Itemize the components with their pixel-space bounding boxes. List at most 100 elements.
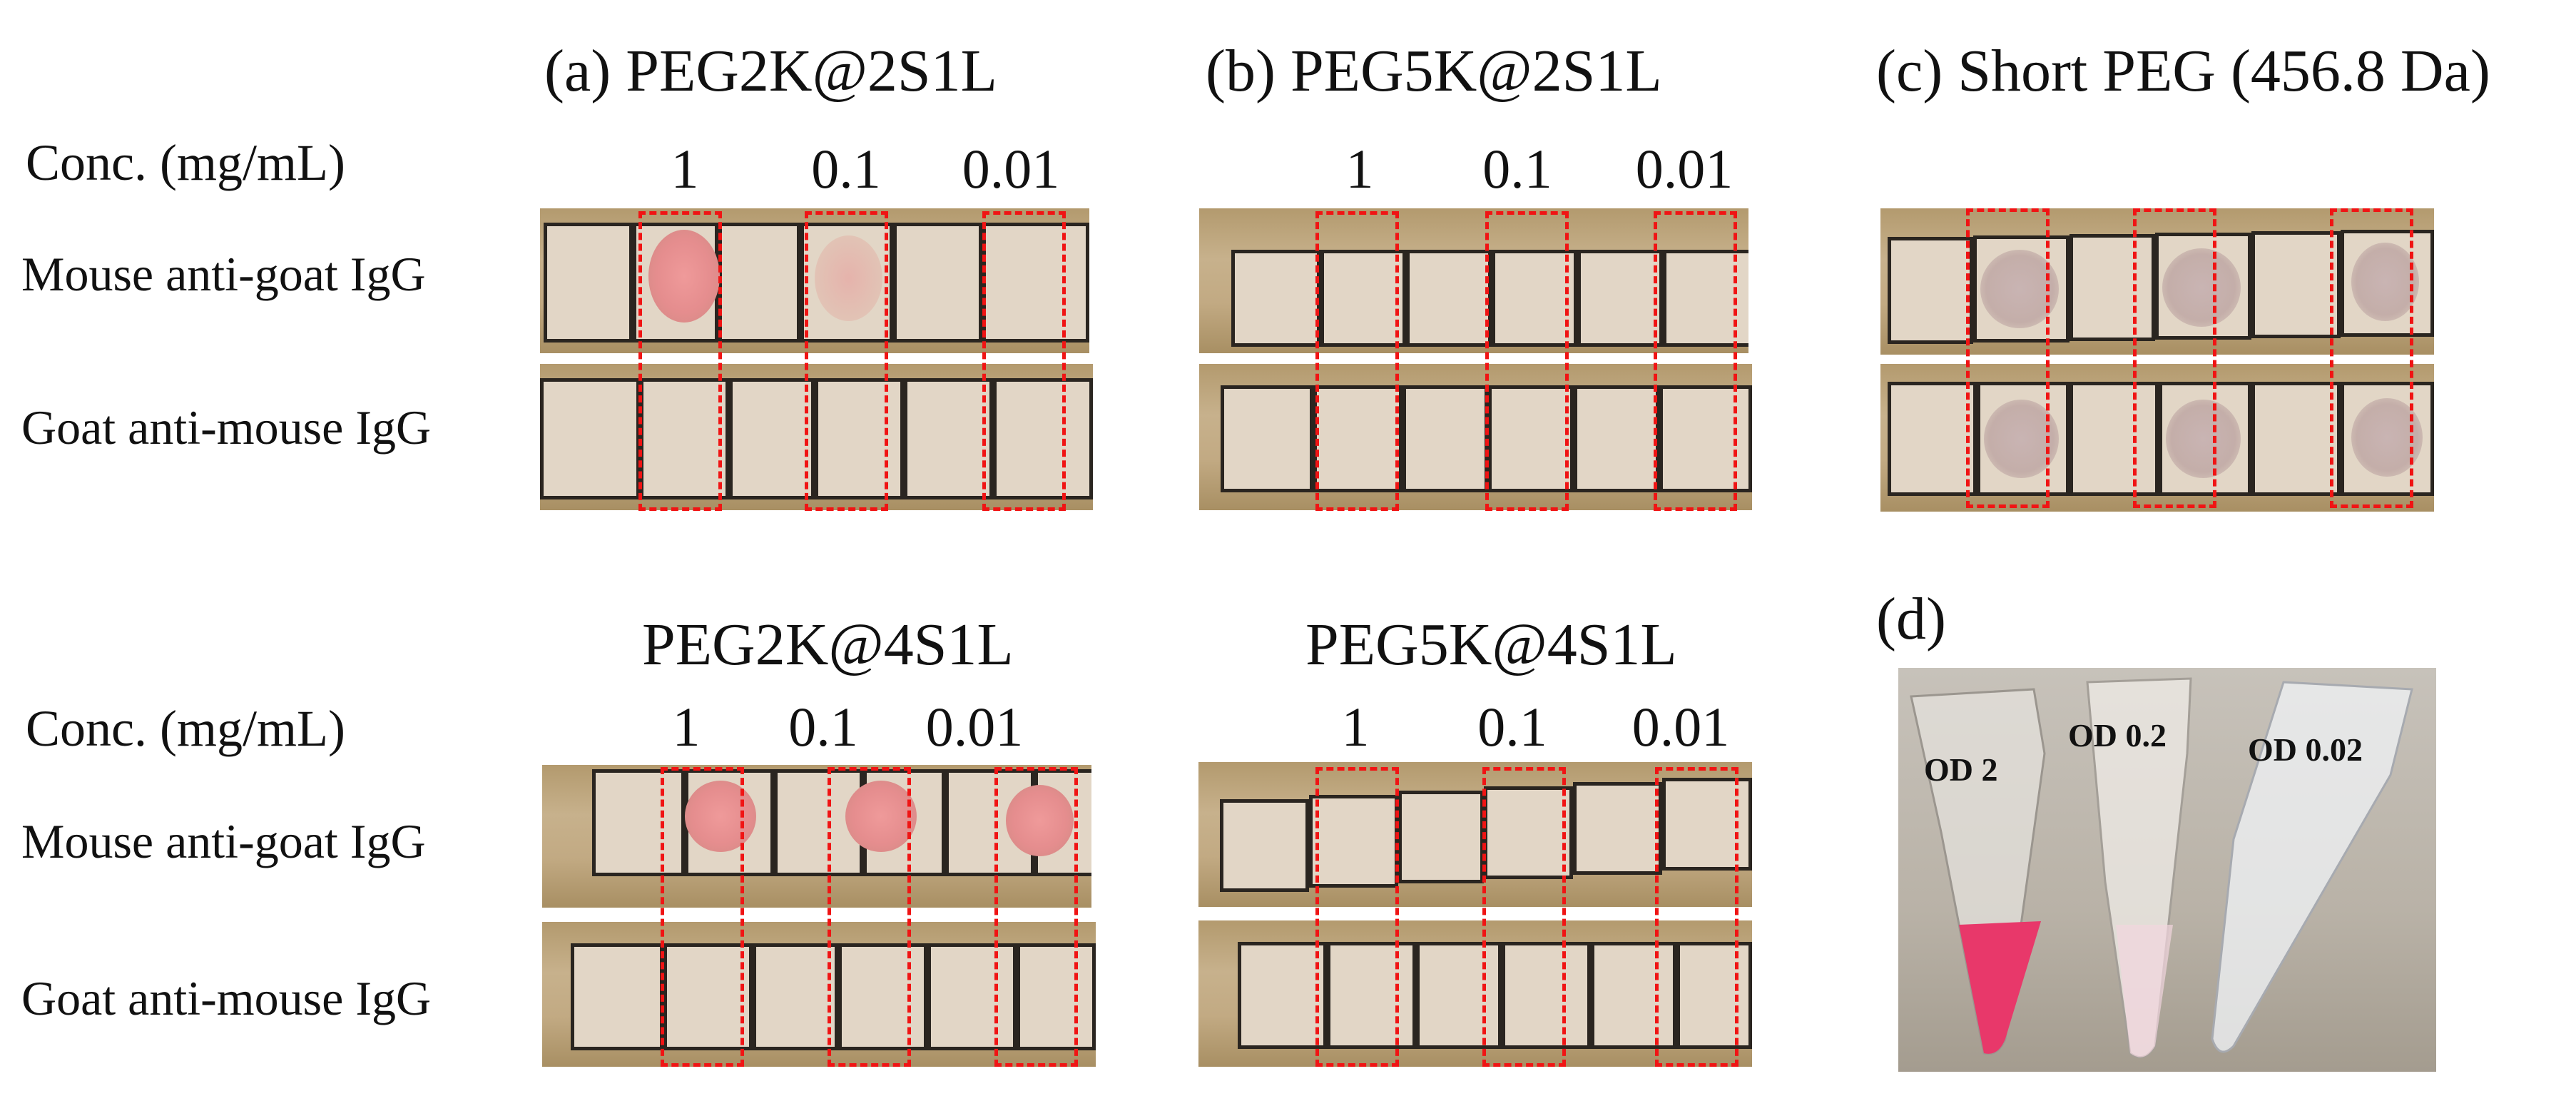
test-spot xyxy=(2162,248,2241,327)
strip-a-mouse xyxy=(540,208,1089,353)
pad xyxy=(571,943,663,1050)
pad xyxy=(1573,782,1662,875)
conc-a-2: 0.1 xyxy=(811,138,881,200)
pad xyxy=(1320,250,1406,347)
strip-a-goat xyxy=(540,364,1093,510)
conc-label-bottom: Conc. (mg/mL) xyxy=(26,700,345,757)
conc-b2-3: 0.01 xyxy=(1631,696,1730,758)
test-spot xyxy=(1980,250,2059,328)
conc-a2-3: 0.01 xyxy=(925,696,1024,758)
pad xyxy=(815,378,904,499)
test-spot xyxy=(845,781,917,852)
pad xyxy=(729,378,815,499)
pad xyxy=(904,378,993,499)
highlight-box xyxy=(1315,211,1399,511)
highlight-box xyxy=(2133,208,2216,508)
conc-a-3: 0.01 xyxy=(962,138,1060,200)
conc-a2-2: 0.1 xyxy=(788,696,858,758)
pad xyxy=(544,223,633,343)
pad xyxy=(993,378,1093,499)
tubes-illustration xyxy=(1910,677,2413,1059)
tube-label-od02: OD 0.2 xyxy=(2068,717,2167,754)
pad xyxy=(753,943,838,1050)
test-spot xyxy=(1006,785,1074,856)
pad xyxy=(1416,942,1502,1049)
pad xyxy=(1492,250,1577,347)
test-spot xyxy=(2351,243,2419,321)
pad xyxy=(1327,942,1416,1049)
highlight-box xyxy=(1485,211,1569,511)
conc-b-1: 1 xyxy=(1345,138,1374,200)
pad xyxy=(592,769,685,876)
test-spot xyxy=(648,230,720,323)
pad xyxy=(1676,942,1752,1049)
highlight-box xyxy=(982,211,1066,511)
pad xyxy=(838,943,927,1050)
strip-b2-goat xyxy=(1198,920,1752,1067)
strip-c-mouse xyxy=(1880,208,2434,355)
highlight-box xyxy=(1315,767,1399,1067)
pad xyxy=(1591,942,1676,1049)
conc-a-1: 1 xyxy=(671,138,699,200)
highlight-box xyxy=(1655,767,1738,1067)
strip-b2-mouse xyxy=(1198,762,1752,907)
pad xyxy=(1220,799,1309,892)
tube-label-od002: OD 0.02 xyxy=(2248,731,2363,768)
row-label-mouse-top: Mouse anti-goat IgG xyxy=(21,247,426,301)
pad xyxy=(1502,942,1591,1049)
row-label-mouse-bottom: Mouse anti-goat IgG xyxy=(21,814,426,868)
tube-3 xyxy=(2211,681,2413,1053)
pad xyxy=(663,943,753,1050)
pad xyxy=(927,943,1017,1050)
highlight-box xyxy=(638,211,722,511)
panel-a-title: (a) PEG2K@2S1L xyxy=(544,38,997,104)
panel-c-title: (c) Short PEG (456.8 Da) xyxy=(1876,38,2490,104)
pad xyxy=(1888,382,1977,496)
row-label-goat-bottom: Goat anti-mouse IgG xyxy=(21,971,432,1025)
pad xyxy=(1488,385,1574,492)
pad xyxy=(893,223,982,343)
pad xyxy=(1406,250,1492,347)
pad xyxy=(1888,237,1973,344)
pad xyxy=(1238,942,1327,1049)
pad xyxy=(1577,250,1663,347)
conc-b-2: 0.1 xyxy=(1482,138,1552,200)
highlight-box xyxy=(1654,211,1737,511)
panel-b-title: (b) PEG5K@2S1L xyxy=(1206,38,1662,104)
row-label-goat-top: Goat anti-mouse IgG xyxy=(21,400,432,455)
tube-2-liquid xyxy=(2116,925,2173,1057)
pad xyxy=(1402,385,1488,492)
highlight-box xyxy=(805,211,888,511)
pad xyxy=(1484,786,1573,879)
panel-d-title: (d) xyxy=(1876,586,1946,652)
pad xyxy=(1574,385,1659,492)
panel-a2-title: PEG2K@4S1L xyxy=(642,612,1014,678)
pad xyxy=(2251,382,2341,496)
test-spot xyxy=(685,781,756,852)
pad xyxy=(1221,385,1313,492)
pad xyxy=(540,378,640,499)
pad xyxy=(2251,231,2341,338)
test-spot xyxy=(815,235,882,321)
pad xyxy=(2070,234,2155,341)
strip-a2-goat xyxy=(542,922,1096,1067)
pad xyxy=(2070,382,2159,496)
pad xyxy=(1398,791,1484,883)
conc-label-top: Conc. (mg/mL) xyxy=(26,134,345,191)
highlight-box xyxy=(994,767,1078,1067)
conc-a2-1: 1 xyxy=(672,696,701,758)
highlight-box xyxy=(2330,208,2413,508)
pad xyxy=(1231,250,1320,347)
tube-photo: OD 2 OD 0.2 OD 0.02 xyxy=(1898,668,2436,1072)
highlight-box xyxy=(1482,767,1566,1067)
conc-b-3: 0.01 xyxy=(1635,138,1734,200)
pad xyxy=(718,223,800,343)
tube-label-od2: OD 2 xyxy=(1924,751,1998,788)
pad xyxy=(1309,795,1398,888)
test-spot xyxy=(2166,400,2241,478)
conc-b2-1: 1 xyxy=(1341,696,1370,758)
highlight-box xyxy=(1966,208,2050,508)
conc-b2-2: 0.1 xyxy=(1477,696,1547,758)
pad xyxy=(1017,943,1096,1050)
panel-b2-title: PEG5K@4S1L xyxy=(1305,612,1677,678)
